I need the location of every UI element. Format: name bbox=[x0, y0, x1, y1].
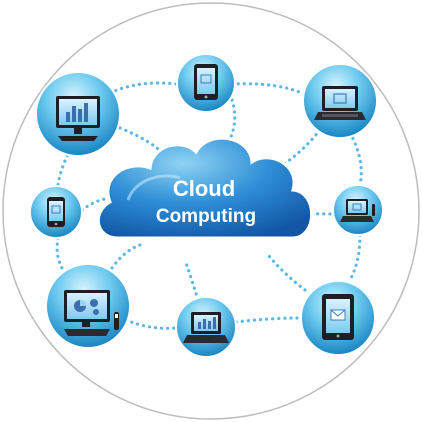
node-monitor-top-left bbox=[35, 71, 121, 157]
laptop-chart-icon bbox=[183, 312, 229, 343]
laptop-icon bbox=[340, 199, 375, 222]
desktop-monitor-chart-icon bbox=[56, 96, 100, 141]
cloud-title-line2: Computing bbox=[156, 206, 256, 227]
connector-desktop-cloud bbox=[110, 243, 142, 270]
node-phone-left bbox=[29, 185, 83, 239]
tablet-icon bbox=[194, 64, 218, 100]
connector-tablet-top-monitor bbox=[110, 81, 178, 94]
connector-laptop-bottom-tablet bbox=[234, 316, 302, 324]
laptop-icon bbox=[314, 86, 366, 120]
node-laptop-right bbox=[332, 184, 384, 236]
connector-laptop-bottom-cloud bbox=[184, 261, 200, 302]
connector-tablet-cloud bbox=[266, 253, 307, 292]
connector-laptop-right-tablet bbox=[348, 233, 362, 282]
tablet-mail-icon bbox=[322, 294, 354, 340]
node-tablet-top bbox=[176, 53, 236, 113]
connector-tablet-top-laptop bbox=[230, 82, 308, 97]
node-laptop-top-right bbox=[302, 63, 378, 139]
node-laptop-bottom bbox=[175, 296, 237, 358]
cloud-title-line1: Cloud bbox=[173, 176, 235, 201]
connector-tablet-top-cloud bbox=[223, 98, 237, 150]
smartphone-icon bbox=[47, 197, 65, 227]
node-tablet-bottom-right bbox=[300, 280, 376, 356]
desktop-pie-chart-icon bbox=[64, 290, 119, 336]
connector-laptop-right bbox=[348, 131, 363, 187]
node-desktop-bottom-left bbox=[45, 263, 131, 349]
cloud-shape: Cloud Computing bbox=[96, 136, 314, 240]
connector-desktop-laptop-bottom bbox=[124, 318, 178, 330]
